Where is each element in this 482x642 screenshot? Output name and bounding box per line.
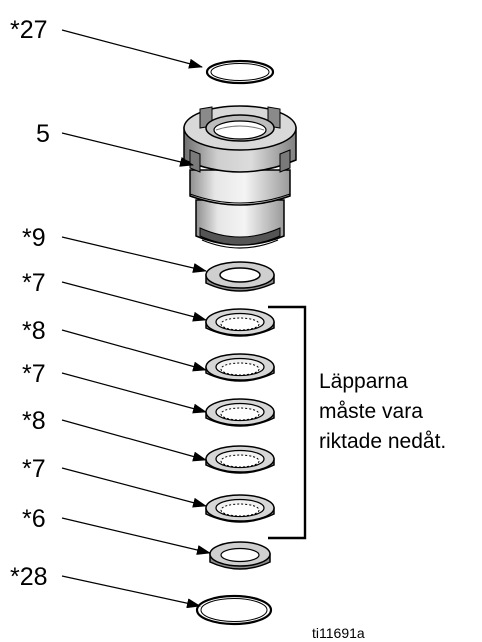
packing-group-bracket	[268, 305, 307, 540]
packing-v-cup-5	[205, 494, 275, 523]
label-5: 5	[36, 120, 50, 148]
leader-7b	[61, 372, 207, 414]
leader-27	[61, 29, 203, 69]
male-ring	[209, 541, 271, 570]
leader-lines	[61, 29, 211, 609]
figure-reference: ti11691a	[312, 625, 365, 641]
packing-v-cup-4	[205, 445, 275, 474]
label-6: *6	[22, 505, 46, 533]
gland-ring	[205, 261, 275, 292]
gland-nut	[183, 105, 297, 249]
note-line-2: måste vara	[319, 400, 423, 423]
leader-7c	[61, 467, 207, 508]
label-7a: *7	[22, 269, 46, 297]
label-7c: *7	[22, 455, 46, 483]
leader-7a	[61, 281, 207, 322]
leader-9	[61, 236, 207, 273]
o-ring-top	[205, 59, 275, 85]
label-7b: *7	[22, 360, 46, 388]
packing-v-cup-1	[205, 308, 275, 337]
leader-8b	[61, 419, 207, 462]
leader-8a	[61, 329, 207, 372]
label-8b: *8	[22, 407, 46, 435]
label-9: *9	[22, 224, 46, 252]
leader-28	[61, 575, 201, 609]
label-8a: *8	[22, 317, 46, 345]
note-line-3: riktade nedåt.	[319, 430, 446, 453]
leader-6	[61, 517, 211, 555]
packing-v-cup-3	[205, 398, 275, 427]
o-ring-bottom	[195, 594, 273, 626]
label-28: *28	[10, 563, 48, 591]
leader-5	[61, 132, 194, 167]
label-27: *27	[10, 16, 48, 44]
packing-v-cup-2	[205, 353, 275, 382]
note-line-1: Läpparna	[319, 370, 408, 393]
